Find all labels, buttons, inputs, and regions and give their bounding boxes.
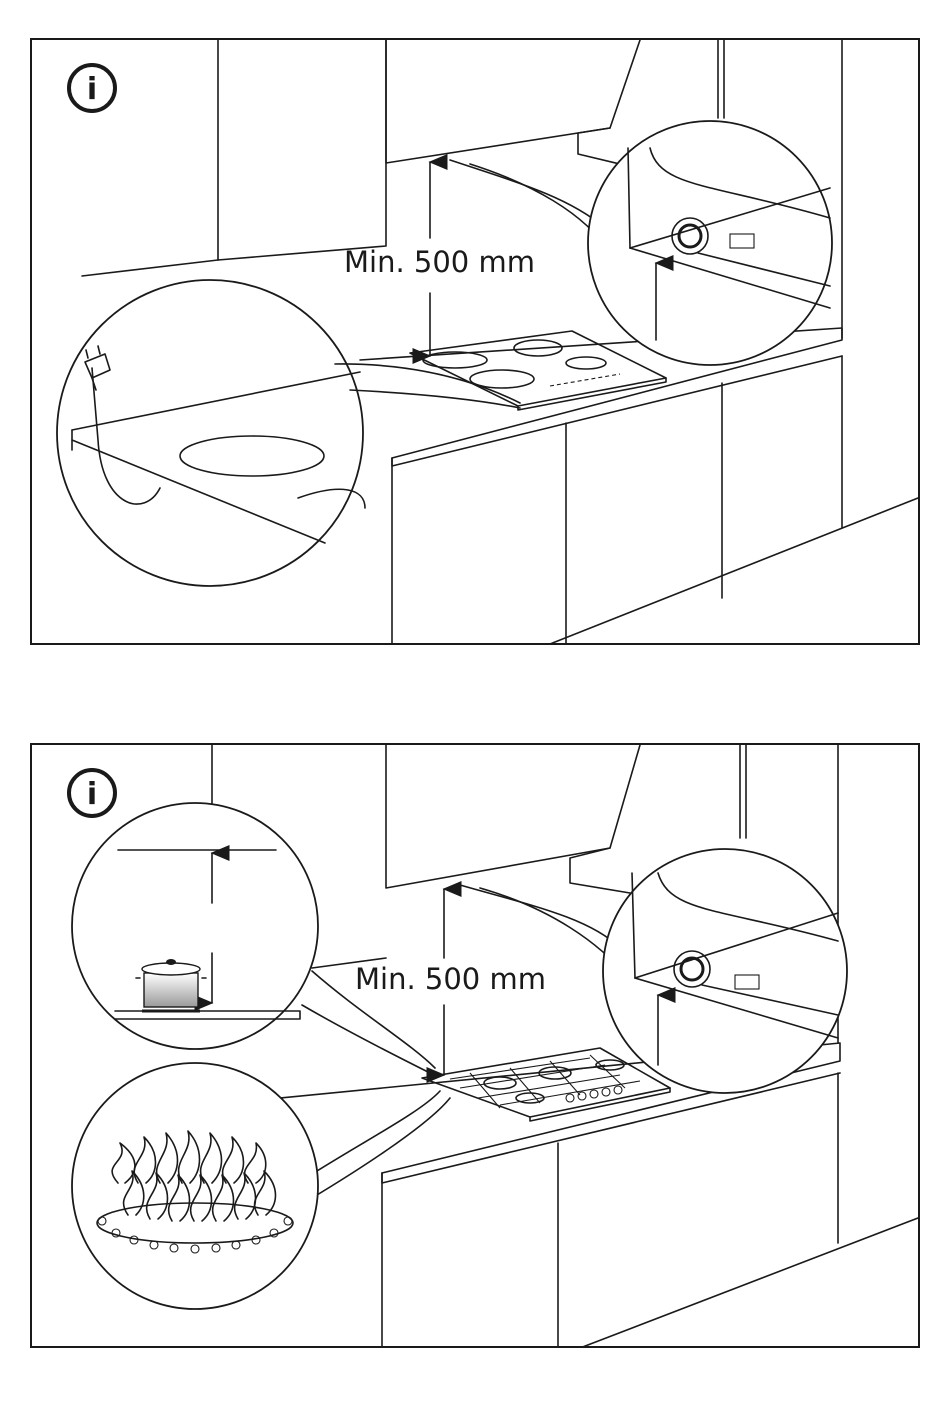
pot-clearance-loupe — [72, 803, 435, 1073]
worktop-and-base-cabinets — [250, 1043, 918, 1348]
panel-gas-hob: Min. 500 mm i — [30, 743, 920, 1348]
svg-text:i: i — [87, 72, 97, 107]
pot-icon — [136, 959, 206, 1007]
svg-text:i: i — [87, 777, 97, 812]
induction-hob-illustration: Min. 500 mm i — [30, 38, 920, 645]
info-icon: i — [69, 770, 115, 816]
gas-hob-illustration: Min. 500 mm i — [30, 743, 920, 1348]
gas-hob — [422, 1048, 670, 1121]
panel-induction-hob: Min. 500 mm i — [30, 38, 920, 645]
flame-loupe — [72, 1063, 450, 1309]
hood-control-loupe — [450, 121, 832, 365]
min-clearance-label: Min. 500 mm — [344, 245, 535, 279]
info-icon: i — [69, 65, 115, 111]
min-clearance-label: Min. 500 mm — [355, 962, 546, 996]
plug-detail-loupe — [57, 280, 520, 586]
